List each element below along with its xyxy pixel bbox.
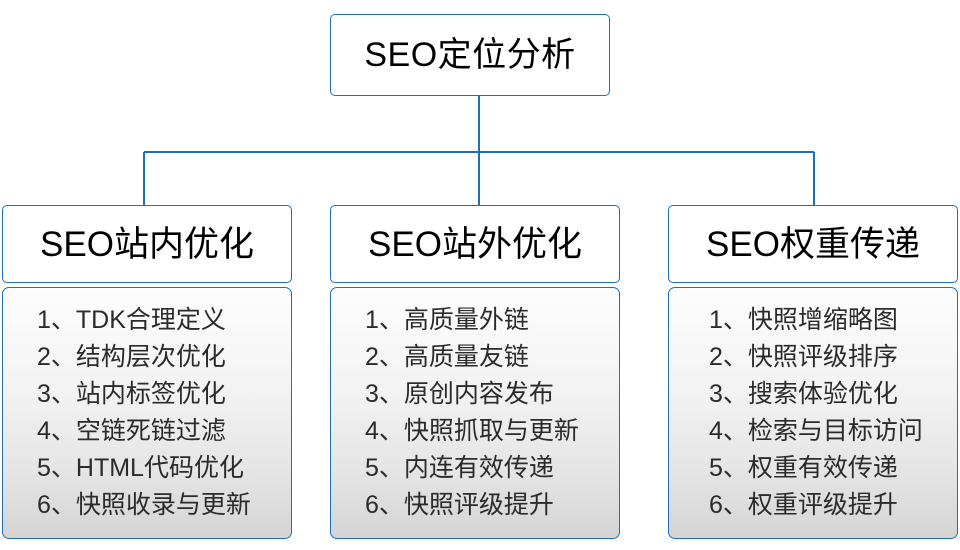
list-item: 2、结构层次优化	[37, 343, 226, 371]
branch-column-on-site: SEO站内优化 1、TDK合理定义 2、结构层次优化 3、站内标签优化 4、空链…	[2, 205, 292, 539]
list-item: 6、权重评级提升	[709, 491, 898, 519]
branch-header-weight-transfer[interactable]: SEO权重传递	[668, 205, 958, 283]
list-item: 5、内连有效传递	[365, 454, 554, 482]
branch-body-off-site: 1、高质量外链 2、高质量友链 3、原创内容发布 4、快照抓取与更新 5、内连有…	[330, 287, 620, 539]
branch-header-title: SEO站内优化	[40, 224, 254, 264]
list-item: 4、快照抓取与更新	[365, 417, 579, 445]
list-item: 3、搜索体验优化	[709, 380, 898, 408]
branch-item-list: 1、快照增缩略图 2、快照评级排序 3、搜索体验优化 4、检索与目标访问 5、权…	[669, 302, 957, 524]
list-item: 6、快照评级提升	[365, 491, 554, 519]
branch-item-list: 1、高质量外链 2、高质量友链 3、原创内容发布 4、快照抓取与更新 5、内连有…	[331, 302, 619, 524]
list-item: 4、检索与目标访问	[709, 417, 923, 445]
branch-header-off-site[interactable]: SEO站外优化	[330, 205, 620, 283]
list-item: 2、快照评级排序	[709, 343, 898, 371]
branch-header-on-site[interactable]: SEO站内优化	[2, 205, 292, 283]
list-item: 3、站内标签优化	[37, 380, 226, 408]
list-item: 1、高质量外链	[365, 306, 529, 334]
list-item: 2、高质量友链	[365, 343, 529, 371]
branch-column-weight-transfer: SEO权重传递 1、快照增缩略图 2、快照评级排序 3、搜索体验优化 4、检索与…	[668, 205, 958, 539]
root-node[interactable]: SEO定位分析	[330, 14, 610, 96]
branch-body-weight-transfer: 1、快照增缩略图 2、快照评级排序 3、搜索体验优化 4、检索与目标访问 5、权…	[668, 287, 958, 539]
branch-body-on-site: 1、TDK合理定义 2、结构层次优化 3、站内标签优化 4、空链死链过滤 5、H…	[2, 287, 292, 539]
branch-item-list: 1、TDK合理定义 2、结构层次优化 3、站内标签优化 4、空链死链过滤 5、H…	[3, 302, 291, 524]
branch-column-off-site: SEO站外优化 1、高质量外链 2、高质量友链 3、原创内容发布 4、快照抓取与…	[330, 205, 620, 539]
list-item: 6、快照收录与更新	[37, 491, 251, 519]
branch-header-title: SEO站外优化	[368, 224, 582, 264]
list-item: 1、快照增缩略图	[709, 306, 898, 334]
list-item: 3、原创内容发布	[365, 380, 554, 408]
list-item: 5、权重有效传递	[709, 454, 898, 482]
list-item: 4、空链死链过滤	[37, 417, 226, 445]
list-item: 1、TDK合理定义	[37, 306, 226, 334]
branch-header-title: SEO权重传递	[706, 224, 920, 264]
root-node-title: SEO定位分析	[364, 36, 576, 74]
list-item: 5、HTML代码优化	[37, 454, 244, 482]
